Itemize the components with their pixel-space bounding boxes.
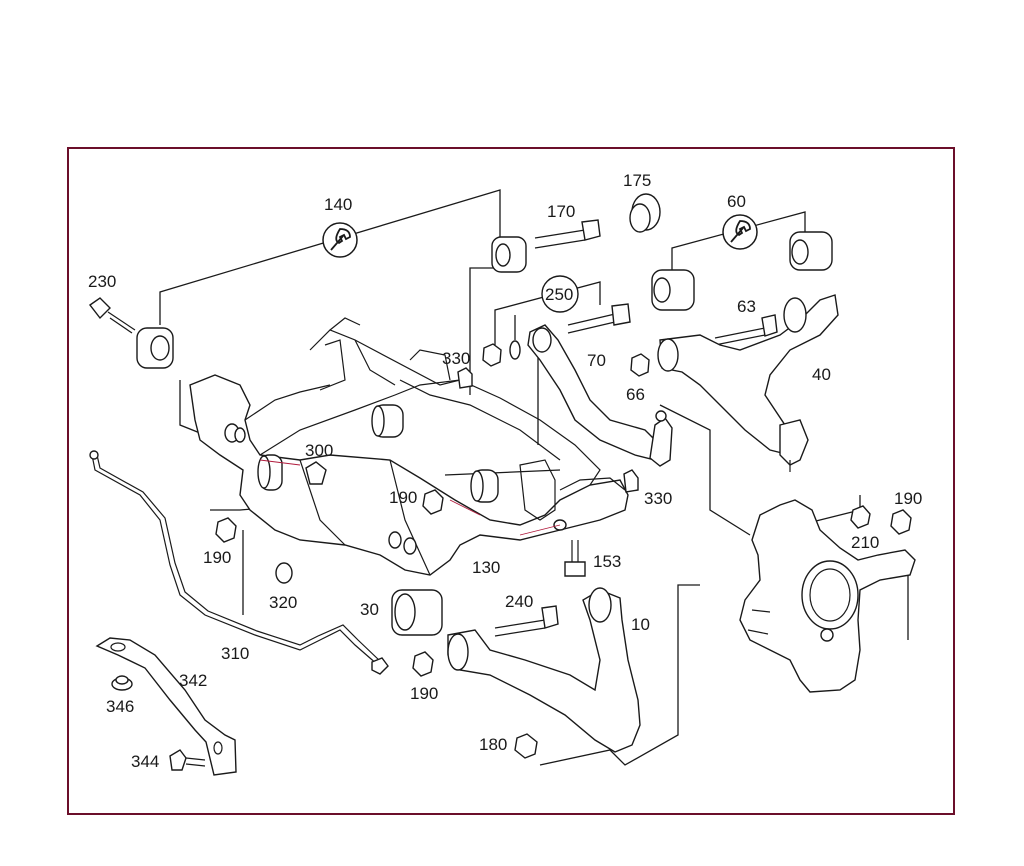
- label-230: 230: [88, 272, 116, 291]
- plug-330-b: [623, 469, 639, 493]
- bracket-342: [95, 637, 237, 776]
- nut-190-d: [890, 509, 912, 535]
- diagram-frame: [67, 147, 955, 815]
- stabilizer-bar-310: [89, 450, 389, 675]
- label-70: 70: [587, 351, 606, 370]
- label-346: 346: [106, 697, 134, 716]
- label-190-d: 190: [894, 489, 922, 508]
- label-190-a: 190: [389, 488, 417, 507]
- plug-330-a: [457, 367, 473, 389]
- bolt-250: [567, 303, 631, 334]
- wrench-icon: [722, 214, 758, 250]
- bolt-63: [714, 314, 778, 346]
- label-342: 342: [179, 671, 207, 690]
- label-344: 344: [131, 752, 159, 771]
- washer-210: [850, 505, 871, 529]
- label-170: 170: [547, 202, 575, 221]
- label-175: 175: [623, 171, 651, 190]
- bushing-140-right: [491, 236, 527, 273]
- circled-label-250: [541, 275, 579, 313]
- bushing-30: [391, 589, 443, 636]
- label-210: 210: [851, 533, 879, 552]
- rear-subframe: [189, 317, 629, 576]
- wrench-icon: [322, 222, 358, 258]
- wheel-carrier: [739, 499, 916, 693]
- label-140: 140: [324, 195, 352, 214]
- arm-70: [527, 324, 673, 467]
- nut-180: [514, 733, 538, 759]
- label-240: 240: [505, 592, 533, 611]
- bolt-170: [534, 219, 601, 249]
- label-320: 320: [269, 593, 297, 612]
- plug-320: [275, 562, 293, 584]
- nut-190-c: [412, 651, 434, 677]
- label-66: 66: [626, 385, 645, 404]
- arm-10: [447, 587, 641, 753]
- cap-175: [629, 193, 661, 233]
- nut-66: [630, 353, 650, 377]
- label-63: 63: [737, 297, 756, 316]
- nut-346: [111, 675, 133, 691]
- label-250: 250: [545, 285, 573, 304]
- label-190-b: 190: [203, 548, 231, 567]
- label-40: 40: [812, 365, 831, 384]
- label-130: 130: [472, 558, 500, 577]
- bushing-60-left: [651, 269, 695, 311]
- label-330-b: 330: [644, 489, 672, 508]
- arm-40: [657, 294, 839, 472]
- bolt-240: [494, 605, 559, 637]
- bushing-60-right: [789, 231, 833, 271]
- bolt-230: [88, 297, 136, 334]
- label-180: 180: [479, 735, 507, 754]
- nut-190-a: [422, 489, 444, 515]
- bushing-140-left: [136, 327, 174, 369]
- label-153: 153: [593, 552, 621, 571]
- label-30: 30: [360, 600, 379, 619]
- label-60: 60: [727, 192, 746, 211]
- bolt-344: [169, 749, 206, 771]
- label-190-c: 190: [410, 684, 438, 703]
- bolt-153: [564, 540, 586, 577]
- label-10: 10: [631, 615, 650, 634]
- nut-250: [482, 340, 521, 367]
- label-310: 310: [221, 644, 249, 663]
- label-300: 300: [305, 441, 333, 460]
- clip-300: [305, 461, 327, 485]
- label-330-a: 330: [442, 349, 470, 368]
- part-labels: 10 30 40 60 63 66 70 130 140 153 170 175…: [88, 171, 922, 771]
- nut-190-b: [215, 517, 237, 543]
